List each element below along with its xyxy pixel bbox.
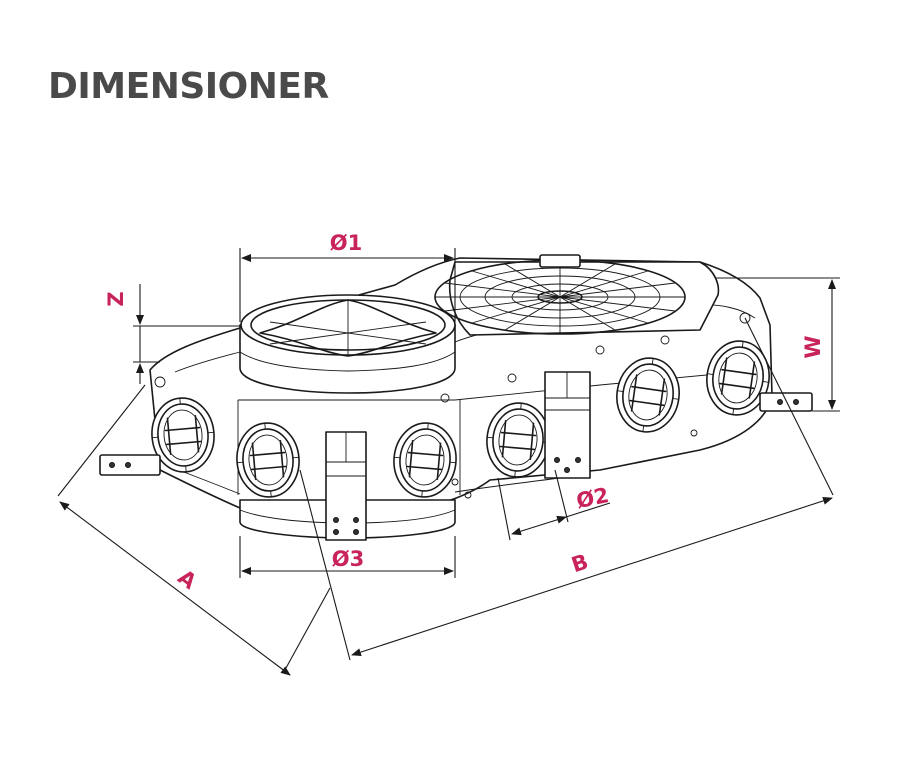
label-d3: Ø3: [332, 547, 364, 571]
dimension-lines: [57, 248, 840, 676]
label-b: B: [569, 549, 592, 577]
label-w: W: [801, 335, 825, 358]
label-z: Z: [104, 291, 128, 306]
rear-grille: [434, 254, 720, 336]
top-collar: [239, 294, 456, 394]
page-title: DIMENSIONER: [48, 66, 329, 107]
label-d2: Ø2: [574, 483, 611, 513]
label-d1: Ø1: [330, 231, 362, 255]
